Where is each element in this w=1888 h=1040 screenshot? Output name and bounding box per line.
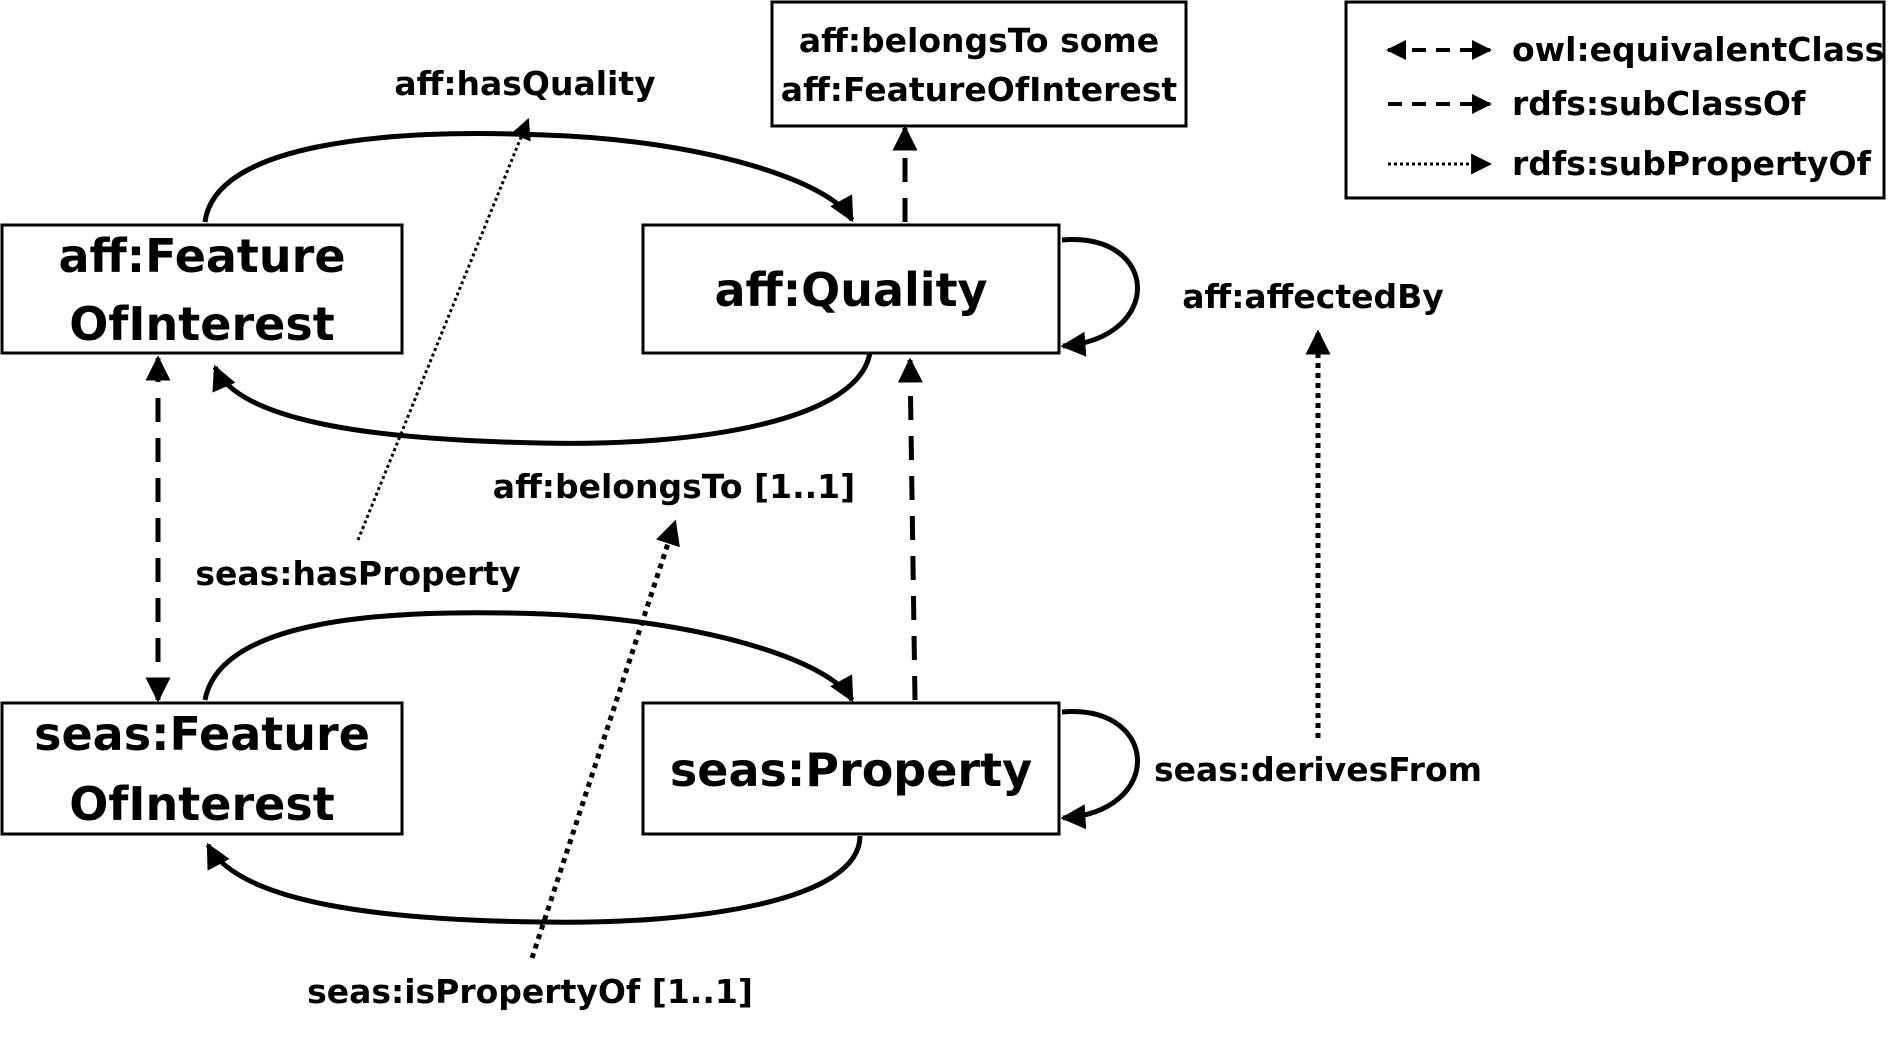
restriction-node: aff:belongsTo some aff:FeatureOfInterest [770, 0, 1188, 128]
has-quality-label: aff:hasQuality [394, 64, 655, 103]
seas-property-label: seas:Property [670, 743, 1032, 797]
property-subclass-edge [897, 357, 923, 701]
derives-from-label: seas:derivesFrom [1154, 750, 1482, 789]
legend-subproperty-label: rdfs:subPropertyOf [1512, 144, 1872, 183]
aff-quality-node: aff:Quality [641, 223, 1061, 355]
aff-quality-label: aff:Quality [714, 263, 987, 317]
has-property-label: seas:hasProperty [195, 554, 520, 593]
restriction-label-line1: aff:belongsTo some [799, 21, 1159, 60]
seas-foi-label-line2: OfInterest [69, 777, 334, 831]
legend-subclass-label: rdfs:subClassOf [1512, 84, 1806, 123]
is-property-of-subproperty-edge [529, 519, 680, 959]
is-property-of-label: seas:isPropertyOf [1..1] [307, 972, 753, 1011]
aff-foi-label-line1: aff:Feature [58, 229, 345, 283]
legend: owl:equivalentClass rdfs:subClassOf rdfs… [1344, 0, 1886, 200]
restriction-label-line2: aff:FeatureOfInterest [781, 70, 1178, 109]
aff-foi-label-line2: OfInterest [69, 297, 334, 351]
aff-feature-of-interest-node: aff:Feature OfInterest [0, 223, 404, 355]
derives-from-loop [1060, 709, 1140, 830]
affected-by-label: aff:affectedBy [1182, 277, 1444, 316]
affected-by-loop [1060, 237, 1140, 357]
belongs-to-label: aff:belongsTo [1..1] [493, 467, 855, 506]
has-quality-edge [202, 131, 855, 223]
seas-property-node: seas:Property [641, 701, 1061, 836]
seas-foi-label-line1: seas:Feature [34, 707, 370, 761]
has-property-edge [202, 610, 855, 703]
seas-feature-of-interest-node: seas:Feature OfInterest [0, 701, 404, 836]
legend-equivalent-class-label: owl:equivalentClass [1512, 30, 1884, 69]
is-property-of-edge [205, 835, 863, 925]
belongs-to-edge [212, 351, 873, 446]
